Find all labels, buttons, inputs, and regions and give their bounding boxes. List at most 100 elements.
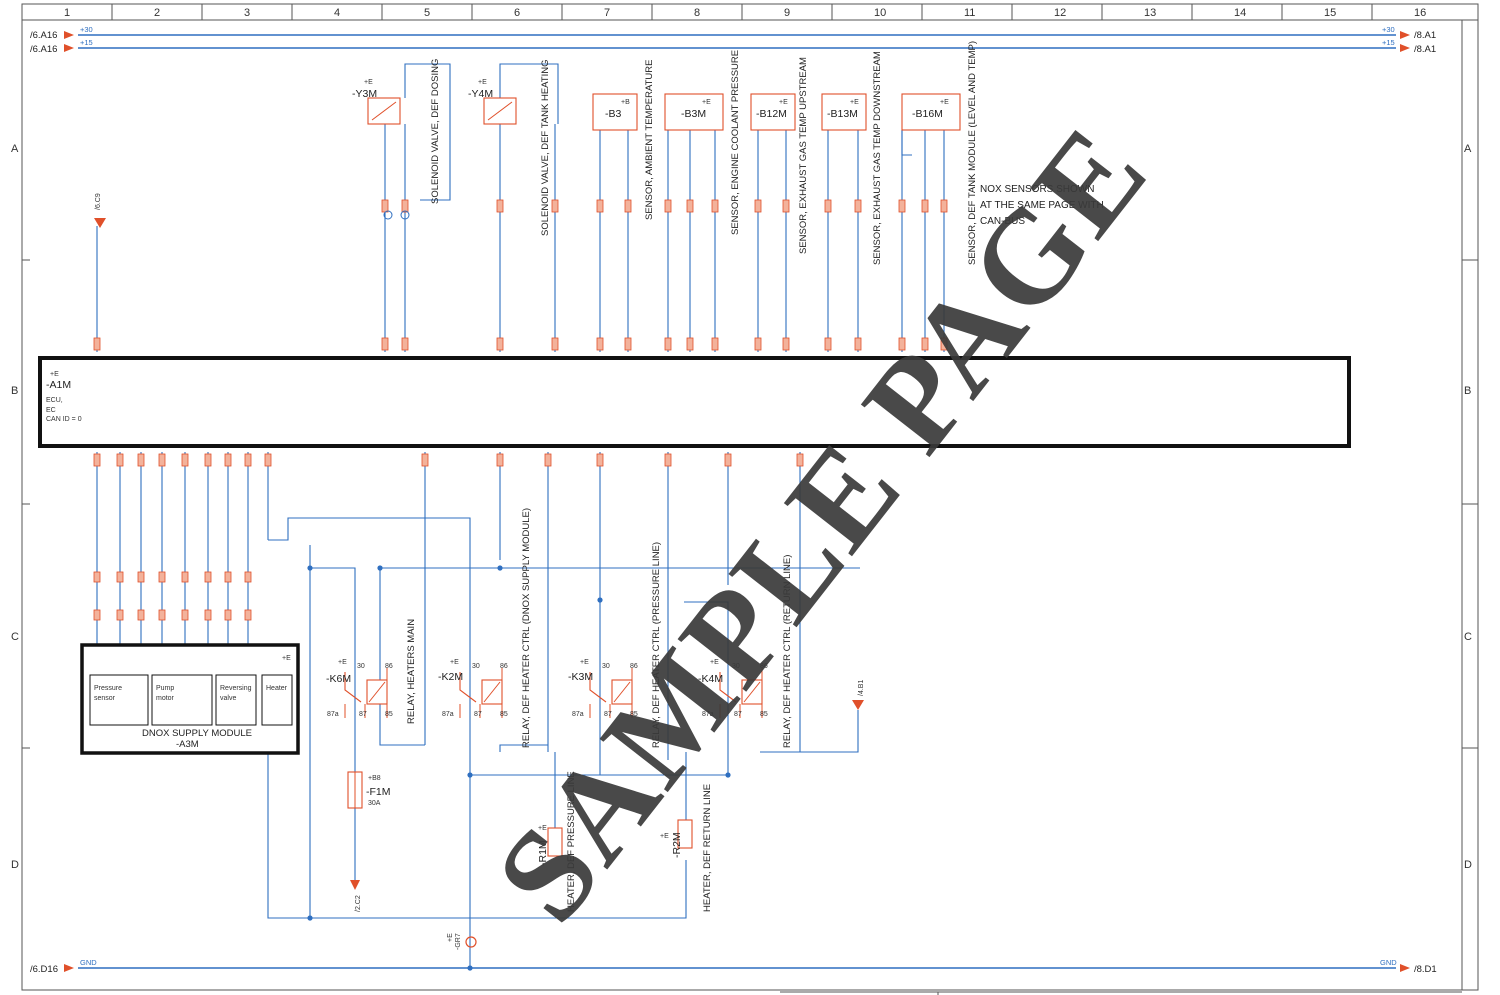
heater-r1m-id: -R1M: [537, 840, 549, 866]
dnox-blocks: PressuresensorPumpmotorReversingvalveHea…: [89, 674, 293, 726]
ground-gr7-loc: +E: [447, 933, 454, 942]
dnox-block-label-1: Pressure: [94, 685, 122, 692]
harness-pin: [401, 199, 409, 213]
connector-pin: [93, 571, 101, 583]
relay-pin-30: 30: [472, 663, 480, 670]
ground-gr7-symbol: [465, 936, 477, 948]
relay-k3m-desc: RELAY, DEF HEATER CTRL (PRESSURE LINE): [651, 542, 662, 748]
connector-pins: [93, 199, 948, 621]
sensor-join-wire: [901, 130, 912, 156]
connector-pin: [181, 571, 189, 583]
valve-y4m-coil: [487, 101, 513, 121]
ecu-bottom-pin: [544, 453, 552, 467]
connector-pin: [204, 571, 212, 583]
connector-pin: [204, 609, 212, 621]
column-number: 8: [694, 7, 700, 19]
ecu-top-pin: [664, 337, 672, 351]
column-number: 14: [1234, 7, 1246, 19]
dnox-block-label-1: Pump: [156, 685, 174, 692]
fuse-f1m-ref-arrow: [350, 880, 360, 890]
valve-y4m: +E -Y4M SOLENOID VALVE, DEF TANK HEATING: [468, 60, 551, 237]
sensor-b3m-id: -B3M: [681, 108, 706, 120]
sample-page-watermark: SAMPLE PAGE: [467, 99, 1175, 948]
harness-pin: [898, 199, 906, 213]
relay-pin-85: 85: [385, 711, 393, 718]
dnox-block-label-2: sensor: [94, 695, 116, 702]
dnox-block: [89, 674, 149, 726]
valve-y3m-desc: SOLENOID VALVE, DEF DOSING: [430, 59, 441, 204]
column-number: 7: [604, 7, 610, 19]
harness-pin: [551, 199, 559, 213]
relay-pin-87: 87: [474, 711, 482, 718]
dnox-block: [215, 674, 257, 726]
rail-30-left-arrow: [64, 31, 74, 39]
valve-y3m-twist-b: [400, 210, 410, 220]
heater-r2m: +E -R2M HEATER, DEF RETURN LINE: [660, 784, 713, 912]
column-number: 9: [784, 7, 790, 19]
heater-r1m: +E -R1M HEATER, DEF PRESSURE LINE: [537, 771, 577, 912]
relay-pin-87a: 87a: [442, 711, 454, 718]
row-letter-left: A: [11, 143, 19, 155]
ecu-bottom-pin: [137, 453, 145, 467]
sensor-b12m-id: -B12M: [756, 108, 787, 120]
relay-k6m-loc: +E: [338, 659, 347, 666]
ecu-top-pin: [824, 337, 832, 351]
column-number: 1: [64, 7, 70, 19]
sensor-b12m-loc: +E: [779, 99, 788, 106]
harness-pin: [664, 199, 672, 213]
relay-k3m-id: -K3M: [568, 671, 593, 683]
harness-pin: [921, 199, 929, 213]
connector-pin: [244, 609, 252, 621]
fuse-f1m-loc: +B8: [368, 775, 381, 782]
dnox-block-label-1: Reversing: [220, 685, 252, 692]
ecu-top-pin: [93, 337, 101, 351]
ecu-top-pin: [940, 337, 948, 351]
ref-b1-arrow: [852, 700, 864, 710]
ecu-top-pin: [401, 337, 409, 351]
ecu-bottom-pin: [796, 453, 804, 467]
relay-pin-87a: 87a: [327, 711, 339, 718]
sensor-b16m-desc: SENSOR, DEF TANK MODULE (LEVEL AND TEMP): [967, 41, 978, 265]
rail-30-left-ref: /6.A16: [30, 30, 57, 41]
valve-y4m-desc: SOLENOID VALVE, DEF TANK HEATING: [540, 60, 551, 237]
relay-pin-86: 86: [385, 663, 393, 670]
harness-pin: [496, 199, 504, 213]
rail-30: /6.A16 +30 +30 /8.A1: [30, 25, 1436, 41]
rail-15-right-ref: /8.A1: [1414, 44, 1436, 55]
harness-pin: [824, 199, 832, 213]
relay-pin-87a: 87a: [572, 711, 584, 718]
rail-15: /6.A16 +15 +15 /8.A1: [30, 38, 1436, 55]
rail-gnd-net-right: GND: [1380, 958, 1397, 967]
ref-b1-wire: [760, 710, 859, 753]
ecu-top-pin: [921, 337, 929, 351]
valve-y3m-id: -Y3M: [352, 88, 377, 100]
harness-pin: [624, 199, 632, 213]
connector-pin: [158, 609, 166, 621]
valve-y3m-twist-a: [383, 210, 393, 220]
relay-k6m-id: -K6M: [326, 673, 351, 685]
heater-r2m-id: -R2M: [671, 832, 683, 858]
ecu-a1m: +E -A1M ECU, EC CAN ID = 0: [38, 356, 1351, 448]
harness-pin: [940, 199, 948, 213]
ecu-bottom-pin: [116, 453, 124, 467]
column-number: 11: [964, 7, 975, 19]
ecu-top-pin: [624, 337, 632, 351]
rail-30-right-arrow: [1400, 31, 1410, 39]
relay-pin-30: 30: [602, 663, 610, 670]
nox-note-line-3: CAN-BUS: [980, 216, 1025, 227]
sensor-b13m-desc: SENSOR, EXHAUST GAS TEMP DOWNSTREAM: [872, 51, 883, 265]
row-letter-left: D: [11, 859, 19, 871]
rail-30-net-right: +30: [1382, 25, 1395, 34]
relay-pin-30: 30: [357, 663, 365, 670]
wire-junction: [725, 772, 731, 778]
dnox-block: [151, 674, 213, 726]
column-number: 13: [1144, 7, 1156, 19]
sensor-b3m-loc: +E: [702, 99, 711, 106]
ecu-canid: CAN ID = 0: [46, 416, 82, 423]
k2m-out-wire: [499, 744, 548, 752]
sensor-b3m-desc: SENSOR, ENGINE COOLANT PRESSURE: [730, 50, 741, 235]
